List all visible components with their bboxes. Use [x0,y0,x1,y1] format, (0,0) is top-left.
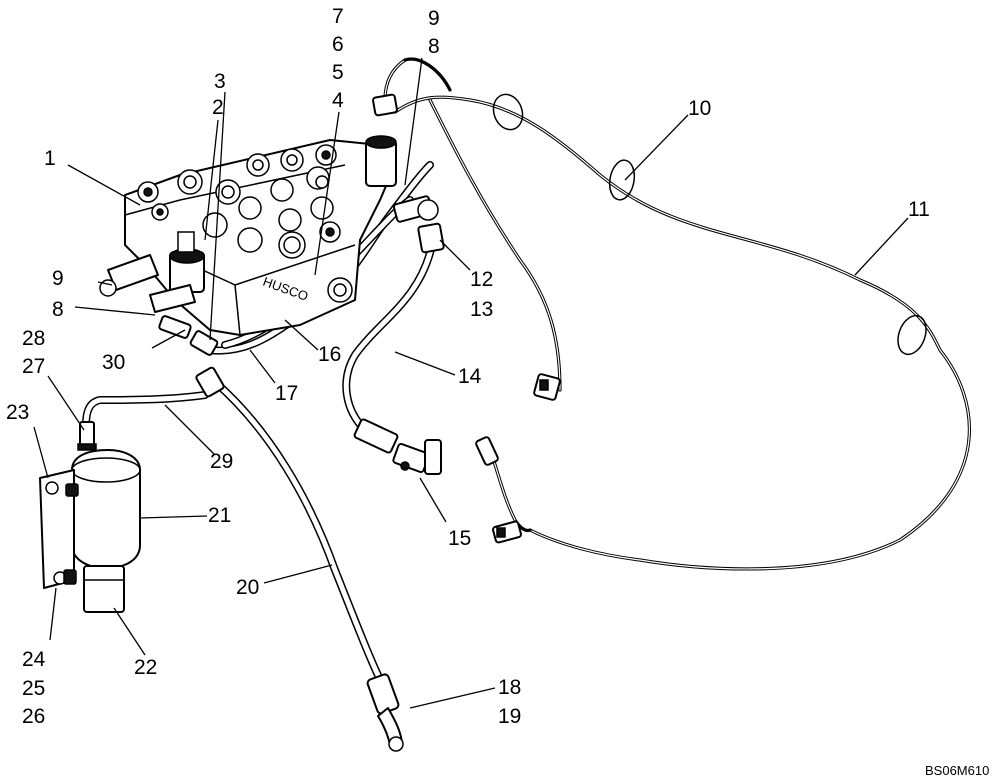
callout-6: 6 [332,33,344,56]
callout-9-left: 9 [52,267,64,290]
callout-27: 27 [22,355,45,378]
callout-23: 23 [6,401,29,424]
callout-11: 11 [908,198,930,221]
callout-28: 28 [22,327,45,350]
callout-1: 1 [44,147,56,170]
harness-connectors [372,93,561,544]
callout-15: 15 [448,527,471,550]
harness-clips [492,93,927,356]
callout-8-left: 8 [52,298,64,321]
accumulator [39,421,141,613]
callout-3: 3 [214,70,226,93]
callout-24: 24 [22,648,46,671]
callout-9-top: 9 [428,7,440,30]
callout-29: 29 [210,450,233,473]
callout-20: 20 [236,576,259,599]
callout-5: 5 [332,61,344,84]
callout-10: 10 [688,97,711,120]
callout-16: 16 [318,343,341,366]
callout-14: 14 [458,365,482,388]
fittings [158,195,445,752]
callout-25: 25 [22,677,45,700]
callout-19: 19 [498,705,521,728]
callout-13: 13 [470,298,493,321]
callout-21: 21 [208,504,231,527]
callout-numbers: 1 2 3 4 5 6 7 8 9 8 9 10 11 12 13 14 15 … [6,5,930,728]
callout-8-top: 8 [428,35,440,58]
leader-lines [33,57,909,709]
callout-30: 30 [102,351,125,374]
wire-harness [383,57,972,571]
callout-17: 17 [275,382,298,405]
callout-26: 26 [22,705,45,728]
callout-18: 18 [498,676,521,699]
callout-12: 12 [470,268,493,291]
callout-2: 2 [212,96,224,119]
figure-reference: BS06M610 [925,763,989,778]
callout-22: 22 [134,656,157,679]
callout-4: 4 [332,89,344,112]
valve-solenoids [99,135,397,313]
callout-7: 7 [332,5,344,28]
